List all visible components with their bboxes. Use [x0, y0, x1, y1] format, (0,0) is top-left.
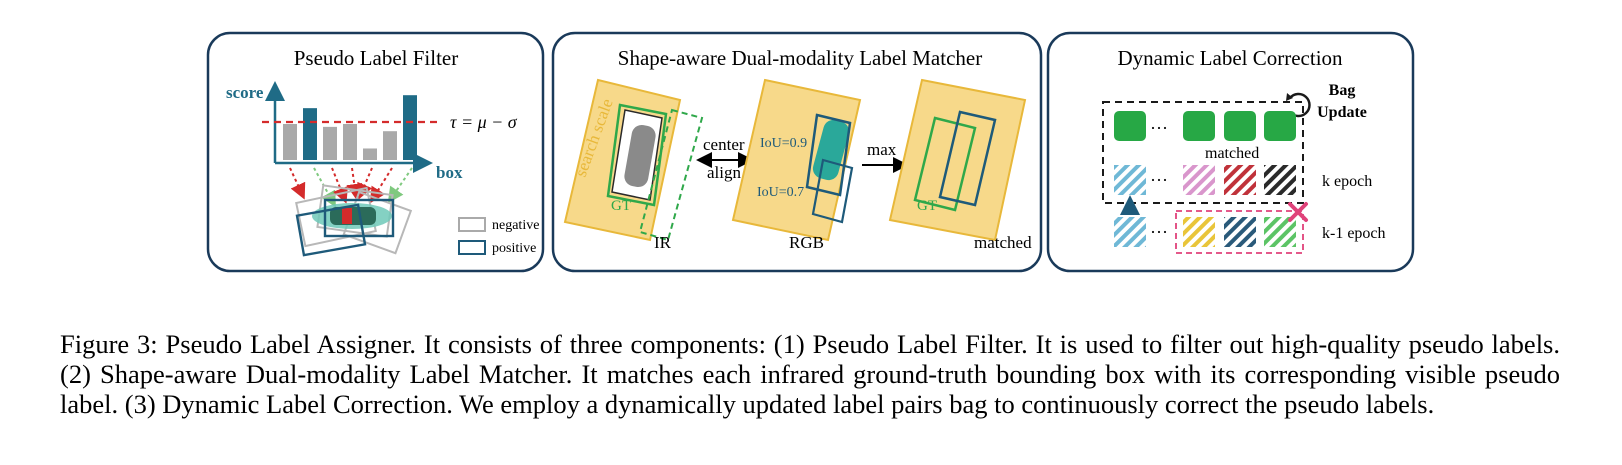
rgb-pseudo-box-2: [811, 158, 854, 224]
ir-car: [624, 124, 656, 188]
score-bars: [283, 95, 417, 160]
max-label: max: [867, 140, 897, 159]
rgb-region: IoU=0.9 IoU=0.7 RGB: [731, 78, 862, 252]
k-1-epoch-row: ···: [1114, 210, 1304, 254]
legend-negative-swatch: [458, 217, 486, 232]
legend-positive-swatch: [458, 240, 486, 255]
panel-dynamic-label-correction: Dynamic Label Correction Bag Update ··· …: [1046, 31, 1415, 273]
legend-negative-label: negative: [492, 218, 539, 233]
stale-labels-box: [1175, 210, 1304, 254]
refresh-icon: [1286, 92, 1311, 118]
bag-label: Bag: [1329, 82, 1356, 99]
score-bar: [343, 124, 357, 160]
search-region-matched: [888, 78, 1027, 242]
panel-label-matcher: Shape-aware Dual-modality Label Matcher …: [551, 31, 1043, 273]
figure-caption: Figure 3: Pseudo Label Assigner. It cons…: [60, 328, 1560, 419]
ir-label: IR: [654, 233, 672, 252]
legend: negative positive: [458, 217, 539, 256]
svg-text:···: ···: [1150, 222, 1168, 242]
ir-gt-box: [606, 103, 668, 207]
search-region-rgb: [731, 78, 862, 242]
k-epoch-row: ···: [1114, 165, 1296, 195]
gt-label: GT: [611, 198, 631, 214]
ir-region: search scale GT IR: [563, 78, 704, 252]
matched-label: matched: [1205, 145, 1259, 162]
panel-border: [551, 31, 1043, 273]
panel-border: [1046, 31, 1415, 273]
ir-aligned-box: [638, 108, 704, 242]
threshold-label: τ = μ − σ: [450, 112, 518, 132]
box-cluster: [295, 184, 413, 257]
score-bar: [383, 131, 397, 160]
score-bar: [363, 148, 377, 160]
matched-pseudo-box: [938, 110, 997, 207]
svg-text:···: ···: [1150, 170, 1168, 190]
matched-row: ···: [1114, 111, 1296, 141]
figure-diagram: Pseudo Label Filter score box τ = μ − σ: [206, 31, 1415, 273]
panel-border: [206, 31, 545, 273]
remove-icon: [1288, 202, 1308, 222]
bag-box: [1102, 101, 1304, 204]
gt-label-matched: GT: [917, 198, 937, 214]
align-label: align: [707, 163, 741, 182]
panel-title: Pseudo Label Filter: [294, 46, 458, 70]
legend-positive-label: positive: [492, 241, 536, 256]
k-epoch-label: k epoch: [1322, 173, 1372, 190]
score-bar: [283, 124, 297, 160]
iou-low-label: IoU=0.7: [757, 185, 804, 200]
matched-gt-box: [913, 116, 977, 212]
rgb-pseudo-box-1: [805, 113, 852, 197]
svg-text:···: ···: [1150, 118, 1168, 138]
center-label: center: [703, 135, 745, 154]
score-bar: [323, 126, 337, 160]
filter-arrows: [289, 167, 413, 208]
matched-label: matched: [974, 233, 1032, 252]
score-bar: [403, 95, 417, 160]
update-label: Update: [1317, 104, 1367, 121]
score-bar: [303, 108, 317, 160]
y-axis-label: score: [226, 83, 264, 102]
matched-region: GT matched: [888, 78, 1032, 252]
iou-high-label: IoU=0.9: [760, 136, 807, 151]
rgb-label: RGB: [789, 233, 824, 252]
k-1-epoch-label: k-1 epoch: [1322, 225, 1386, 242]
panel-title: Dynamic Label Correction: [1117, 46, 1343, 70]
panel-title: Shape-aware Dual-modality Label Matcher: [618, 46, 982, 70]
x-axis-label: box: [436, 163, 463, 182]
panel-pseudo-label-filter: Pseudo Label Filter score box τ = μ − σ: [206, 31, 545, 273]
